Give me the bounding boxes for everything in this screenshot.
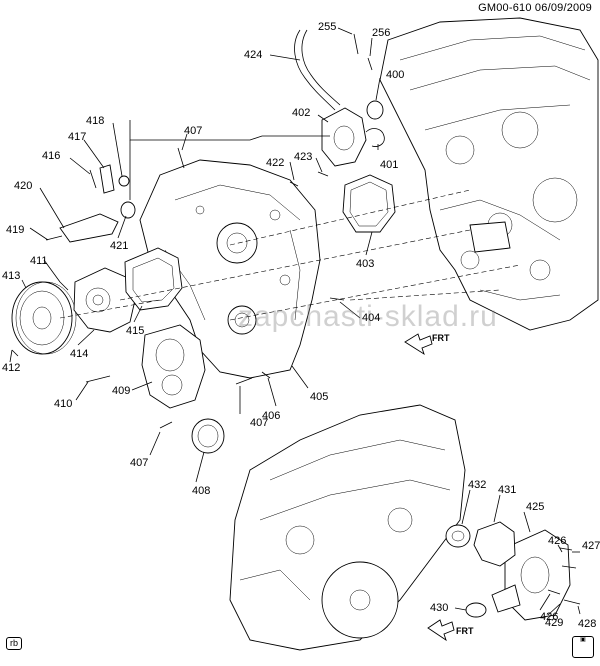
timing-cover bbox=[139, 159, 321, 379]
callout-255: 255 bbox=[318, 21, 337, 33]
callout-420: 420 bbox=[14, 180, 33, 192]
callout-421: 421 bbox=[110, 240, 129, 252]
callout-411: 411 bbox=[30, 255, 48, 267]
sensor-417 bbox=[99, 164, 115, 194]
watermark: zapchasti-sklad.ru bbox=[238, 300, 498, 333]
o-ring-400 bbox=[366, 100, 384, 120]
seal-421 bbox=[120, 201, 136, 219]
callout-432: 432 bbox=[468, 479, 487, 491]
callout-407: 407 bbox=[250, 417, 269, 429]
crank-seal-408 bbox=[191, 418, 225, 454]
callout-406: 406 bbox=[262, 410, 281, 422]
callout-403: 403 bbox=[356, 258, 375, 270]
callout-401: 401 bbox=[380, 159, 399, 171]
callout-412: 412 bbox=[2, 362, 21, 374]
diagram-code-date: GM00-610 06/09/2009 bbox=[478, 2, 592, 14]
harmonic-balancer-413 bbox=[11, 281, 77, 355]
callout-425: 425 bbox=[526, 501, 545, 513]
callout-418: 418 bbox=[86, 115, 105, 127]
clip-401 bbox=[365, 128, 385, 147]
callout-413: 413 bbox=[2, 270, 21, 282]
actuator-420 bbox=[59, 213, 119, 243]
leader-lines-lower bbox=[454, 489, 581, 616]
callout-415: 415 bbox=[126, 325, 145, 337]
callout-422: 422 bbox=[266, 157, 285, 169]
callout-416: 416 bbox=[42, 150, 61, 162]
gm-logo-icon: ▣ bbox=[572, 636, 594, 658]
front-arrow-upper bbox=[404, 333, 433, 356]
o-ring-418 bbox=[118, 175, 130, 187]
water-pump-414 bbox=[73, 267, 136, 333]
engine-block-lower bbox=[229, 404, 466, 651]
callout-408: 408 bbox=[192, 485, 211, 497]
callout-423: 423 bbox=[294, 151, 313, 163]
alignment-lines bbox=[59, 189, 521, 321]
callout-407: 407 bbox=[184, 125, 203, 137]
front-label-lower: FRT bbox=[456, 626, 474, 636]
leader-lines bbox=[9, 27, 381, 483]
callout-402: 402 bbox=[292, 107, 311, 119]
callout-400: 400 bbox=[386, 69, 405, 81]
gasket-403 bbox=[342, 174, 396, 233]
callout-426: 426 bbox=[540, 611, 559, 623]
water-pump-gasket-415 bbox=[124, 247, 183, 311]
callout-429: 429 bbox=[545, 617, 564, 629]
callout-426: 426 bbox=[548, 535, 567, 547]
callout-431: 431 bbox=[498, 484, 517, 496]
front-arrow-lower bbox=[427, 619, 455, 642]
callout-407: 407 bbox=[130, 457, 149, 469]
cap-430 bbox=[465, 602, 487, 618]
callout-404: 404 bbox=[362, 312, 381, 324]
callout-419: 419 bbox=[6, 224, 25, 236]
front-label-upper: FRT bbox=[432, 333, 450, 343]
callout-256: 256 bbox=[372, 27, 391, 39]
callout-410: 410 bbox=[54, 398, 73, 410]
engine-block-upper bbox=[379, 17, 599, 331]
callout-424: 424 bbox=[244, 49, 263, 61]
callout-427: 427 bbox=[582, 540, 600, 552]
belt-tensioner-409 bbox=[141, 324, 206, 409]
callout-405: 405 bbox=[310, 391, 329, 403]
thermostat-housing-425 bbox=[491, 529, 571, 621]
callout-414: 414 bbox=[70, 348, 89, 360]
callout-417: 417 bbox=[68, 131, 87, 143]
gasket-431 bbox=[473, 521, 516, 567]
corner-tag: rb bbox=[6, 637, 23, 650]
bolts bbox=[11, 33, 373, 429]
callout-430: 430 bbox=[430, 602, 449, 614]
water-outlet-402 bbox=[321, 107, 367, 167]
thermostat-432 bbox=[445, 524, 471, 548]
callout-428: 428 bbox=[578, 618, 597, 630]
hose-424 bbox=[294, 29, 341, 111]
callout-409: 409 bbox=[112, 385, 131, 397]
bolts-lower bbox=[547, 547, 581, 605]
